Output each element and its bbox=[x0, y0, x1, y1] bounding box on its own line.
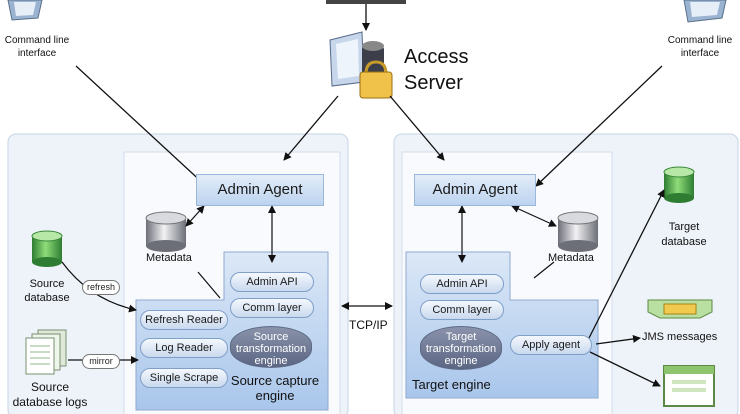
arrow-agent-metadata-right bbox=[511, 205, 557, 227]
metadata-db-icon-right bbox=[557, 211, 599, 252]
mirror-tag: mirror bbox=[82, 354, 120, 369]
arrow-access-server-to-target-agent bbox=[389, 95, 445, 161]
target-comm-layer: Comm layer bbox=[420, 300, 504, 320]
jms-messages-icon bbox=[647, 299, 713, 319]
line-metadata-engine-left bbox=[197, 271, 221, 299]
arrow-apply-to-jms bbox=[595, 334, 641, 345]
app-window-icon bbox=[663, 365, 715, 407]
apply-agent: Apply agent bbox=[510, 335, 592, 355]
single-scrape: Single Scrape bbox=[140, 368, 228, 388]
line-metadata-engine-right bbox=[533, 261, 555, 279]
source-database-icon bbox=[31, 230, 63, 267]
arrow-access-server-to-source-agent bbox=[283, 95, 339, 161]
refresh-tag: refresh bbox=[82, 280, 120, 295]
source-comm-layer: Comm layer bbox=[230, 298, 314, 318]
monitor-icon-left bbox=[7, 0, 43, 21]
source-transformation-engine: Source transformation engine bbox=[230, 326, 312, 368]
target-admin-api: Admin API bbox=[420, 274, 504, 294]
access-server-icon bbox=[329, 31, 393, 99]
arrow-agent-metadata-left bbox=[185, 205, 205, 227]
refresh-reader: Refresh Reader bbox=[140, 310, 228, 330]
target-metadata-label: Metadata bbox=[548, 252, 594, 264]
tcpip-label: TCP/IP bbox=[349, 318, 388, 332]
target-transformation-engine: Target transformation engine bbox=[420, 326, 502, 370]
top-device-icon bbox=[326, 0, 406, 4]
arrow-cli-right-to-admin-agent bbox=[535, 65, 663, 187]
source-metadata-label: Metadata bbox=[146, 252, 192, 264]
monitor-icon-right bbox=[683, 0, 727, 23]
log-reader: Log Reader bbox=[140, 338, 228, 358]
target-engine-label: Target engine bbox=[412, 377, 491, 392]
database-logs-icon bbox=[25, 329, 67, 375]
source-admin-agent: Admin Agent bbox=[196, 174, 324, 206]
arrow-cli-left-to-admin-agent bbox=[75, 65, 207, 187]
target-admin-agent: Admin Agent bbox=[414, 174, 536, 206]
arrow-apply-to-app bbox=[589, 351, 661, 387]
metadata-db-icon-left bbox=[145, 211, 187, 252]
source-admin-api: Admin API bbox=[230, 272, 314, 292]
arrow-apply-to-target-db bbox=[587, 189, 665, 341]
target-database-icon bbox=[663, 166, 695, 203]
jms-messages-label: JMS messages bbox=[642, 331, 718, 343]
